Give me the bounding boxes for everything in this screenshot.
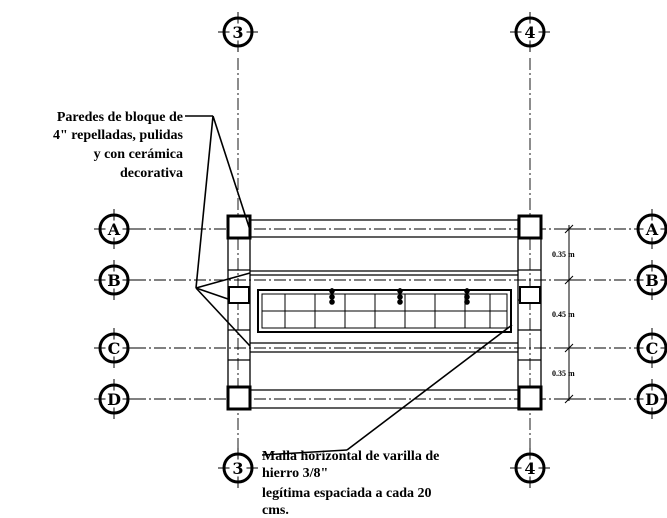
column-4a: [517, 214, 543, 240]
columns: [226, 214, 543, 411]
svg-text:B: B: [645, 271, 659, 290]
mesh-note-line-3: legítima espaciada a cada 20: [262, 486, 432, 501]
walls: [227, 218, 542, 410]
svg-text:4: 4: [524, 23, 535, 42]
bubble-c-left: C: [94, 328, 134, 368]
mesh-note: Malla horizontal de varilla de hierro 3/…: [262, 449, 439, 518]
wall-note-line-3: y con cerámica: [94, 147, 183, 162]
bubble-d-right: D: [634, 379, 667, 419]
bubble-4-bottom: 4: [510, 448, 550, 488]
bubble-3-bottom: 3: [218, 448, 258, 488]
mesh: [257, 288, 512, 333]
column-4d: [517, 385, 543, 411]
wall-note-line-2: 4" repelladas, pulidas: [53, 128, 184, 143]
column-3-mid: [228, 286, 250, 304]
mesh-note-line-4: cms.: [262, 503, 289, 518]
svg-text:C: C: [108, 339, 121, 358]
bubble-4-top: 4: [510, 12, 550, 52]
bubble-b-right: B: [634, 260, 667, 300]
svg-text:3: 3: [232, 23, 243, 42]
dim-label-bc: 0.45 m: [552, 310, 575, 319]
dim-label-cd: 0.35 m: [552, 369, 575, 378]
bubble-a-left: A: [94, 209, 134, 249]
wall-note-line-1: Paredes de bloque de: [57, 110, 183, 125]
column-3d: [226, 385, 252, 411]
dim-label-ab: 0.35 m: [552, 250, 575, 259]
column-4-mid: [519, 286, 541, 304]
mesh-note-line-2: hierro 3/8": [262, 466, 328, 481]
svg-text:D: D: [107, 390, 121, 409]
svg-text:4: 4: [524, 459, 535, 478]
dimension-line: [563, 224, 575, 404]
grid-bubbles: 3 4 3 4: [94, 12, 667, 488]
svg-text:D: D: [645, 390, 659, 409]
bubble-3-top: 3: [218, 12, 258, 52]
svg-text:3: 3: [232, 459, 243, 478]
svg-text:A: A: [107, 220, 121, 239]
bubble-b-left: B: [94, 260, 134, 300]
bubble-a-right: A: [634, 209, 667, 249]
mesh-note-line-1: Malla horizontal de varilla de: [262, 449, 439, 464]
svg-text:B: B: [107, 271, 121, 290]
bubble-c-right: C: [634, 328, 667, 368]
bubble-d-left: D: [94, 379, 134, 419]
svg-text:A: A: [645, 220, 659, 239]
svg-text:C: C: [646, 339, 659, 358]
wall-note-line-4: decorativa: [120, 166, 183, 181]
column-3a: [226, 214, 252, 240]
wall-note: Paredes de bloque de 4" repelladas, puli…: [53, 110, 184, 181]
leaders: [185, 115, 513, 456]
